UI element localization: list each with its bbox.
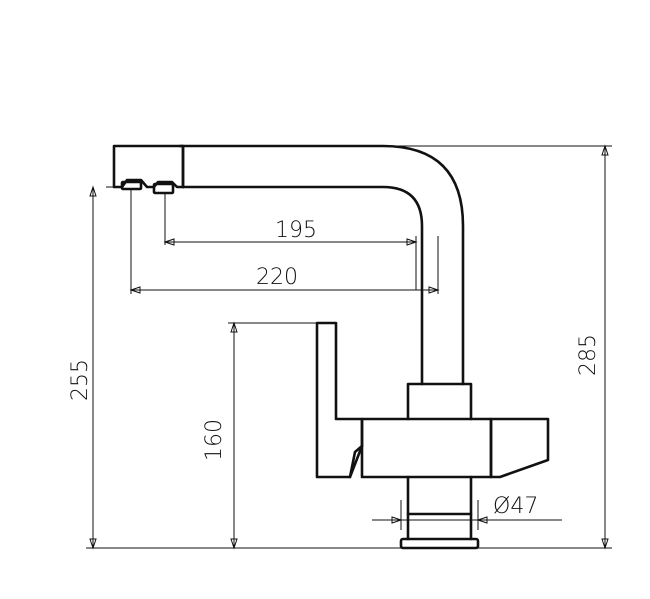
base-ring [399,537,480,550]
dim-label-160: 160 [202,419,227,461]
dim-label-195: 195 [275,218,317,243]
faucet-outline [112,144,550,550]
lever-handle [315,321,364,479]
dim-label-255: 255 [68,359,93,401]
dimension-lines [86,144,612,550]
spout-tube [178,144,465,386]
filter-nozzle [152,182,175,195]
dim-label-220: 220 [256,265,298,290]
mixer-body [360,382,493,516]
filter-handle [489,417,550,479]
dim-label-d47: Ø47 [493,494,538,519]
dim-label-285: 285 [576,334,601,376]
lever-handle-bevel [348,444,364,479]
aerator-nozzle [120,180,143,191]
